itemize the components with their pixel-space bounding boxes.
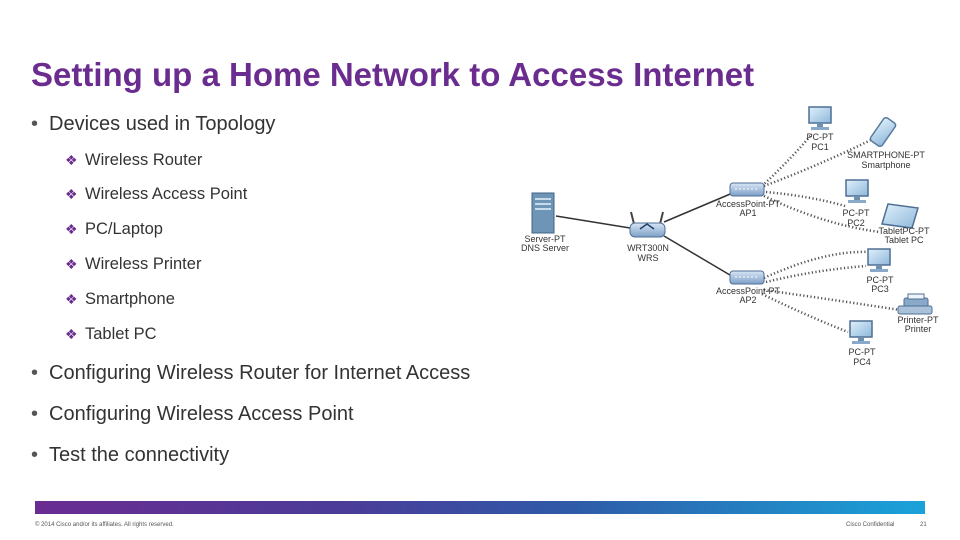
tablet-label-type: TabletPC-PT [878, 226, 930, 236]
pc-icon [808, 106, 832, 130]
tablet-icon [881, 203, 919, 229]
pc4-label-name: PC4 [853, 357, 871, 367]
sub-bullet-text: Tablet PC [85, 325, 157, 343]
printer-label-name: Printer [905, 324, 932, 334]
pc-icon [845, 179, 869, 203]
pc3-label-type: PC-PT [867, 275, 895, 285]
footer-classification: Cisco Confidential [846, 522, 895, 528]
access-point-2-device: AccessPoint-PT AP2 [716, 270, 781, 305]
ap2-label-name: AP2 [739, 295, 756, 305]
pc-icon [849, 320, 873, 344]
bullet-configuring-router: • Configuring Wireless Router for Interne… [31, 362, 470, 385]
bullet-test-connectivity: • Test the connectivity [31, 444, 229, 467]
router-label-name: WRS [638, 253, 659, 263]
bullet-text: Test the connectivity [49, 444, 230, 466]
wireless-link-ap2-pc4 [761, 292, 849, 334]
printer-icon [897, 293, 933, 315]
ap1-label-type: AccessPoint-PT [716, 199, 781, 209]
wireless-links [761, 133, 901, 334]
sub-bullet-text: Wireless Access Point [85, 185, 248, 203]
diamond-bullet-icon: ❖ [65, 256, 78, 272]
wireless-link-ap2-pc3 [765, 264, 867, 284]
footer-gradient-bar [35, 501, 925, 514]
bullet-glyph: • [31, 444, 39, 466]
wireless-link-ap2-tablet [763, 250, 871, 280]
wireless-link-ap2-printer [763, 288, 901, 312]
sub-bullet-smartphone: ❖ Smartphone [65, 290, 175, 309]
wireless-router-icon [629, 211, 666, 238]
bullet-glyph: • [31, 403, 39, 425]
access-point-icon [729, 270, 765, 285]
diamond-bullet-icon: ❖ [65, 326, 78, 342]
pc-icon [867, 248, 891, 272]
diamond-bullet-icon: ❖ [65, 186, 78, 202]
wireless-link-ap1-tablet [763, 194, 881, 234]
bullet-configuring-ap: • Configuring Wireless Access Point [31, 403, 354, 426]
pc2-label-name: PC2 [847, 218, 865, 228]
diamond-bullet-icon: ❖ [65, 221, 78, 237]
server-label-type: Server-PT [524, 234, 566, 244]
bullet-text: Devices used in Topology [49, 113, 276, 135]
bullet-devices: • Devices used in Topology [31, 113, 275, 136]
tablet-label-name: Tablet PC [884, 235, 924, 245]
sub-bullet-text: Smartphone [85, 290, 175, 308]
server-icon [531, 192, 555, 234]
bullet-text: Configuring Wireless Access Point [49, 403, 354, 425]
smartphone-icon [869, 116, 897, 148]
router-device: WRT300N WRS [627, 211, 669, 263]
ap2-label-type: AccessPoint-PT [716, 286, 781, 296]
pc4-label-type: PC-PT [849, 347, 877, 357]
sub-bullet-text: PC/Laptop [85, 220, 163, 238]
bullet-text: Configuring Wireless Router for Internet… [49, 362, 471, 384]
ap1-label-name: AP1 [739, 208, 756, 218]
sub-bullet-wireless-printer: ❖ Wireless Printer [65, 255, 201, 274]
bullet-glyph: • [31, 362, 39, 384]
sub-bullet-wireless-router: ❖ Wireless Router [65, 151, 202, 170]
tablet-device: TabletPC-PT Tablet PC [878, 203, 930, 245]
printer-device: Printer-PT Printer [897, 293, 939, 334]
access-point-icon [729, 182, 765, 197]
sub-bullet-tablet-pc: ❖ Tablet PC [65, 325, 157, 344]
server-device: Server-PT DNS Server [521, 192, 569, 253]
page-number: 21 [920, 522, 927, 528]
sub-bullet-wireless-access-point: ❖ Wireless Access Point [65, 185, 247, 204]
pc3-device: PC-PT PC3 [867, 248, 895, 294]
wireless-link-ap1-pc1 [761, 133, 813, 187]
pc1-label-type: PC-PT [807, 132, 835, 142]
access-point-1-device: AccessPoint-PT AP1 [716, 182, 781, 218]
link-router-ap1 [663, 191, 736, 223]
pc1-label-name: PC1 [811, 142, 829, 152]
diamond-bullet-icon: ❖ [65, 152, 78, 168]
server-label-name: DNS Server [521, 243, 569, 253]
slide-title: Setting up a Home Network to Access Inte… [31, 56, 755, 93]
wireless-link-ap1-pc2 [765, 190, 846, 208]
smartphone-device: SMARTPHONE-PT Smartphone [847, 116, 925, 170]
smartphone-label-type: SMARTPHONE-PT [847, 150, 925, 160]
pc3-label-name: PC3 [871, 284, 889, 294]
diamond-bullet-icon: ❖ [65, 291, 78, 307]
sub-bullet-text: Wireless Printer [85, 255, 202, 273]
bullet-glyph: • [31, 113, 39, 135]
link-server-router [555, 215, 631, 229]
printer-label-type: Printer-PT [897, 315, 939, 325]
pc4-device: PC-PT PC4 [849, 320, 877, 367]
footer-copyright: © 2014 Cisco and/or its affiliates. All … [35, 522, 174, 528]
pc1-device: PC-PT PC1 [807, 106, 835, 152]
smartphone-label-name: Smartphone [861, 160, 910, 170]
router-label-type: WRT300N [627, 243, 669, 253]
pc2-label-type: PC-PT [843, 208, 871, 218]
link-router-ap2 [663, 235, 736, 279]
pc2-device: PC-PT PC2 [843, 179, 871, 228]
wired-links [555, 191, 736, 279]
sub-bullet-text: Wireless Router [85, 151, 203, 169]
sub-bullet-pc-laptop: ❖ PC/Laptop [65, 220, 163, 239]
